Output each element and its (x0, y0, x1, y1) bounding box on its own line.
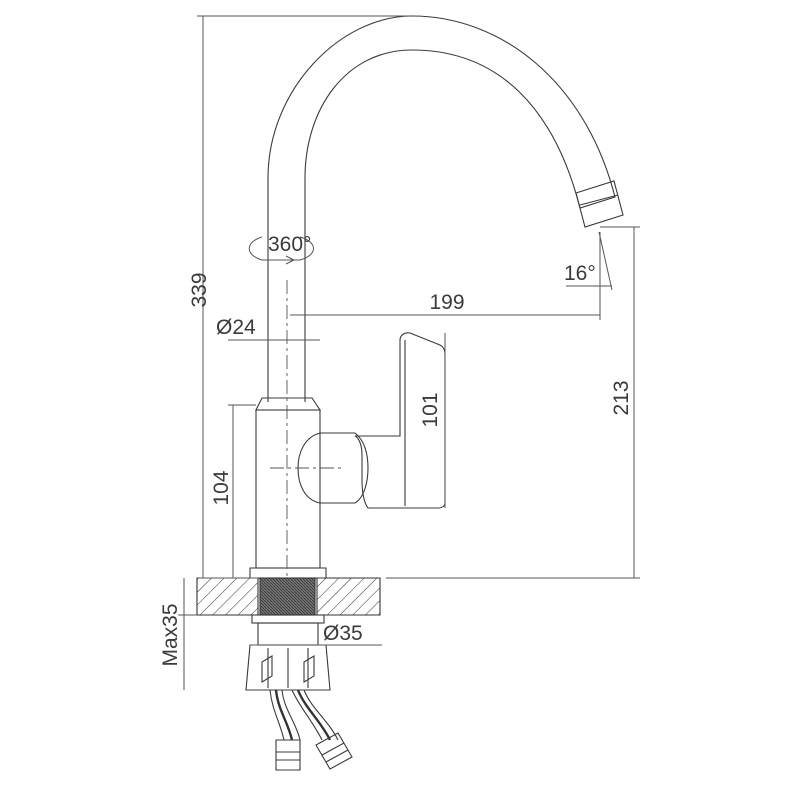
dim-handle-height: 101 (419, 392, 442, 427)
valve-body (255, 409, 321, 569)
threaded-shank (259, 577, 316, 616)
fitting-right (315, 732, 353, 770)
dim-spout-height: 213 (610, 380, 633, 415)
deck-right (316, 577, 381, 616)
dim-reach: 199 (429, 291, 464, 314)
dimension-lines (178, 15, 640, 690)
center-lines (270, 280, 345, 580)
washer (251, 614, 325, 624)
cartridge-housing (297, 432, 369, 504)
deck-left (196, 577, 259, 616)
mount-plate (257, 622, 319, 646)
fitting-left (275, 739, 301, 771)
dim-spout-diameter: Ø24 (216, 316, 256, 339)
dim-mount-diameter: Ø35 (323, 622, 363, 645)
dim-rotation: 360° (268, 233, 311, 256)
hose-right (296, 689, 332, 741)
base-collar (249, 567, 327, 579)
spout-collar (255, 397, 322, 411)
hose-left (274, 689, 294, 741)
lever-handle (354, 332, 446, 509)
dim-spout-angle: 16° (564, 262, 596, 285)
spout-body (267, 15, 616, 402)
aerator-tip (575, 180, 624, 228)
dim-max-deck: Max35 (159, 603, 182, 666)
faucet-outline (196, 15, 624, 771)
dim-body-height: 104 (210, 470, 233, 505)
dim-total-height: 339 (188, 272, 211, 307)
aerator-line (579, 194, 619, 206)
dimension-labels: 339 360° Ø24 199 16° 213 101 104 Max35 Ø… (159, 233, 633, 667)
